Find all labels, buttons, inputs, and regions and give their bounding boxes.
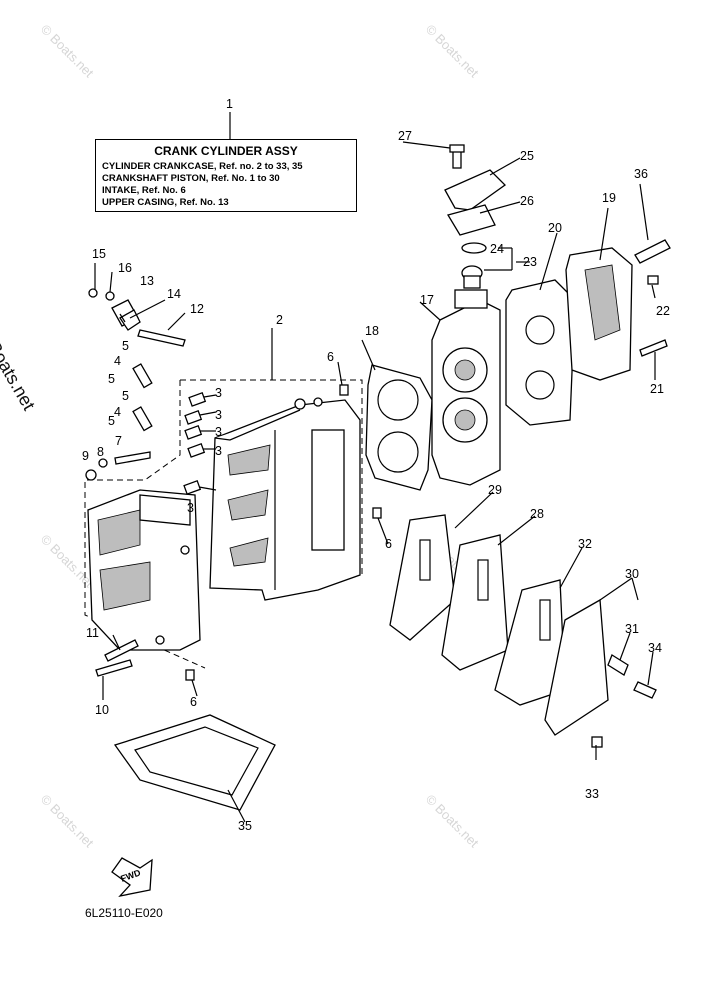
crankcase-block (209, 397, 361, 601)
callout-7: 7 (115, 434, 122, 448)
thermostat-cover (444, 144, 507, 236)
callout-3: 3 (215, 425, 222, 439)
callout-34: 34 (648, 641, 662, 655)
watermark-tile: © Boats.net (38, 792, 97, 851)
callout-24: 24 (490, 242, 504, 256)
callout-16: 16 (118, 261, 132, 275)
callout-6: 6 (327, 350, 334, 364)
callout-6: 6 (190, 695, 197, 709)
callout-6: 6 (385, 537, 392, 551)
callout-3: 3 (215, 444, 222, 458)
small-parts-left (85, 288, 382, 681)
crankcase-bolts (183, 392, 217, 495)
legend-line: UPPER CASING, Ref. No. 13 (102, 197, 229, 208)
callout-9: 9 (82, 449, 89, 463)
thermostat-parts (461, 242, 487, 289)
cylinder-half (87, 489, 201, 651)
leader-lines (94, 141, 656, 823)
legend-title: CRANK CYLINDER ASSY (154, 144, 298, 158)
callout-13: 13 (140, 274, 154, 288)
callout-10: 10 (95, 703, 109, 717)
legend-line: CRANKSHAFT PISTON, Ref. No. 1 to 30 (102, 173, 280, 184)
legend-line: CYLINDER CRANKCASE, Ref. no. 2 to 33, 35 (102, 161, 303, 172)
callout-29: 29 (488, 483, 502, 497)
head-cover-gasket (505, 279, 576, 426)
callout-5: 5 (122, 339, 129, 353)
watermark-tile: © Boats.net (423, 22, 482, 81)
callout-2: 2 (276, 313, 283, 327)
callout-19: 19 (602, 191, 616, 205)
callout-30: 30 (625, 567, 639, 581)
callout-1: 1 (226, 97, 233, 111)
callout-20: 20 (548, 221, 562, 235)
callout-numbers: 2 3 3 3 3 3 4 4 5 5 5 5 6 6 6 7 8 9 10 1… (82, 129, 670, 833)
exhaust-fasteners (591, 654, 657, 748)
watermark-tile: © Boats.net (38, 532, 97, 591)
legend-line: INTAKE, Ref. No. 6 (102, 185, 186, 196)
callout-5: 5 (122, 389, 129, 403)
callout-5: 5 (108, 372, 115, 386)
exhaust-plates (389, 514, 609, 736)
callout-17: 17 (420, 293, 434, 307)
callout-5: 5 (108, 414, 115, 428)
head-cover (565, 247, 633, 381)
callout-31: 31 (625, 622, 639, 636)
callout-3: 3 (215, 408, 222, 422)
callout-33: 33 (585, 787, 599, 801)
callout-22: 22 (656, 304, 670, 318)
callout-25: 25 (520, 149, 534, 163)
callout-4: 4 (114, 354, 121, 368)
callout-3: 3 (187, 501, 194, 515)
callout-32: 32 (578, 537, 592, 551)
callout-36: 36 (634, 167, 648, 181)
callout-35: 35 (238, 819, 252, 833)
base-gasket (113, 714, 276, 811)
watermark-tile: © Boats.net (38, 22, 97, 81)
callout-28: 28 (530, 507, 544, 521)
head-gasket (365, 364, 433, 491)
small-parts-right (634, 239, 671, 357)
watermark-tile: © Boats.net (423, 792, 482, 851)
callout-4: 4 (114, 405, 121, 419)
callout-26: 26 (520, 194, 534, 208)
callout-3: 3 (215, 386, 222, 400)
callout-15: 15 (92, 247, 106, 261)
diagram-code: 6L25110-E020 (85, 906, 163, 920)
callout-23: 23 (523, 255, 537, 269)
callout-21: 21 (650, 382, 664, 396)
assembly-legend-box: CRANK CYLINDER ASSY CYLINDER CRANKCASE, … (95, 139, 357, 212)
cylinder-head (431, 289, 501, 486)
callout-14: 14 (167, 287, 181, 301)
callout-12: 12 (190, 302, 204, 316)
fwd-arrow-icon: FWD (111, 857, 153, 898)
callout-11: 11 (86, 626, 99, 640)
callout-8: 8 (97, 445, 104, 459)
callout-27: 27 (398, 129, 412, 143)
callout-18: 18 (365, 324, 379, 338)
